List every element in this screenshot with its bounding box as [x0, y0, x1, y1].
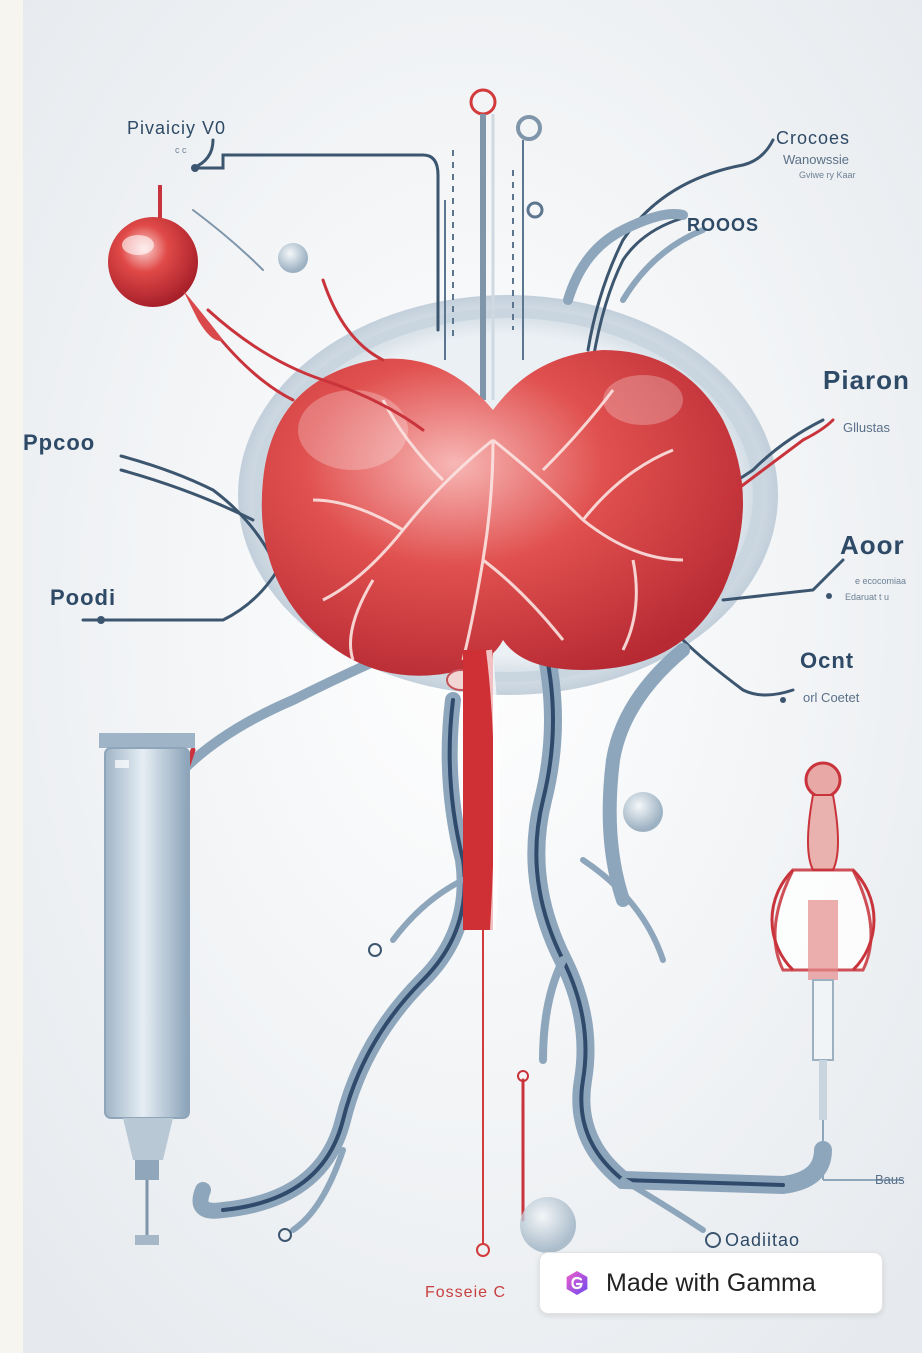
label-top-right-3: Gviwe ry Kaar	[799, 170, 856, 180]
label-left-1: Ppcoo	[23, 430, 95, 456]
label-top-left-sub: c c	[175, 145, 187, 155]
label-top-right-2: Wanowssie	[783, 152, 849, 167]
small-ball-right	[623, 792, 663, 832]
label-bottom-center: Fosseie C	[425, 1284, 506, 1302]
label-upper-right: ROOOS	[687, 215, 759, 236]
badge-label: Made with Gamma	[606, 1269, 816, 1298]
label-right-2-sub1: e ecocomiaa	[855, 576, 906, 586]
label-right-2-sub2: Edaruat t u	[845, 592, 889, 602]
anatomy-illustration	[23, 0, 922, 1353]
gamma-logo-icon	[564, 1270, 590, 1296]
label-top-left: Pivaiciy V0	[127, 118, 226, 139]
label-bottom-right: Oadiitao	[725, 1230, 800, 1251]
label-right-3-sub: orl Coetet	[803, 690, 859, 705]
label-right-1: Piaron	[823, 365, 910, 396]
organ	[262, 350, 743, 690]
label-right-1-sub: Gllustas	[843, 420, 890, 435]
label-right-3: Ocnt	[800, 648, 854, 674]
label-left-2: Poodi	[50, 585, 116, 611]
bottom-ball	[520, 1197, 576, 1253]
made-with-gamma-badge[interactable]: Made with Gamma	[539, 1252, 883, 1314]
small-ball	[278, 243, 308, 273]
label-right-2: Aoor	[840, 530, 905, 561]
illustration-canvas: Pivaiciy V0 c c Crocoes Wanowssie Gviwe …	[23, 0, 922, 1353]
label-bottom-right-small: Baus	[875, 1172, 905, 1187]
label-top-right-1: Crocoes	[776, 128, 850, 149]
